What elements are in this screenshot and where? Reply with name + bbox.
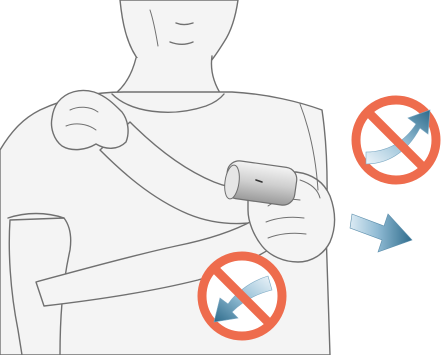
neck [112,56,222,96]
slide-right-arrow-icon [350,214,412,252]
no-rotation-upward-icon [356,100,436,180]
no-rotation-downward-icon [202,256,282,336]
